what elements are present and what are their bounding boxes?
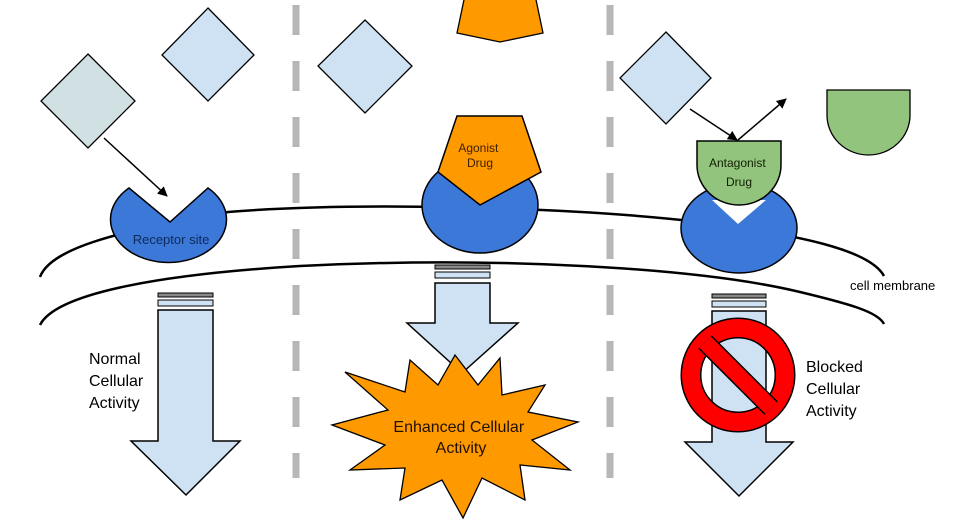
receptor-notch <box>712 200 766 224</box>
panel-agonist: Agonist Drug Enhanced Cellular Activity <box>317 0 581 520</box>
signal-bar <box>434 271 491 279</box>
ligand-diamond <box>40 53 136 149</box>
panel-normal: Receptor site Normal Cellular Activity <box>40 7 255 497</box>
membrane-lower-line <box>38 261 886 326</box>
binding-arrow <box>103 137 168 197</box>
activity-arrow <box>405 282 520 375</box>
ligand-diamond <box>161 7 255 102</box>
signal-bar <box>157 299 214 307</box>
signal-bar <box>157 292 214 298</box>
approach-arrow <box>689 108 738 141</box>
panel-antagonist: Antagonist Drug Blocked Cellular Activit… <box>619 31 911 498</box>
enhanced-activity-burst <box>329 353 581 520</box>
no-sign-icon <box>680 317 796 433</box>
antagonist-label: Antagonist Drug <box>709 156 769 189</box>
ligand-diamond <box>317 19 413 114</box>
antagonist-drug-free <box>826 89 911 156</box>
activity-label: Blocked Cellular Activity <box>806 359 867 420</box>
activity-arrow <box>129 309 242 497</box>
activity-label: Normal Cellular Activity <box>89 351 148 412</box>
agonist-drug-free <box>456 0 544 43</box>
receptor-label: Receptor site <box>133 232 210 247</box>
membrane-label: cell membrane <box>850 278 935 293</box>
agonist-drug-bound <box>437 115 542 206</box>
signal-bar <box>711 293 767 299</box>
antagonist-drug-bound <box>696 140 782 206</box>
agonist-label: Agonist Drug <box>458 141 501 170</box>
signal-bar <box>711 300 767 308</box>
activity-label: Enhanced Cellular Activity <box>393 419 528 457</box>
ligand-diamond <box>619 31 712 125</box>
receptor-site <box>109 187 228 264</box>
deflect-arrow <box>737 98 787 141</box>
signal-bar <box>434 264 491 270</box>
